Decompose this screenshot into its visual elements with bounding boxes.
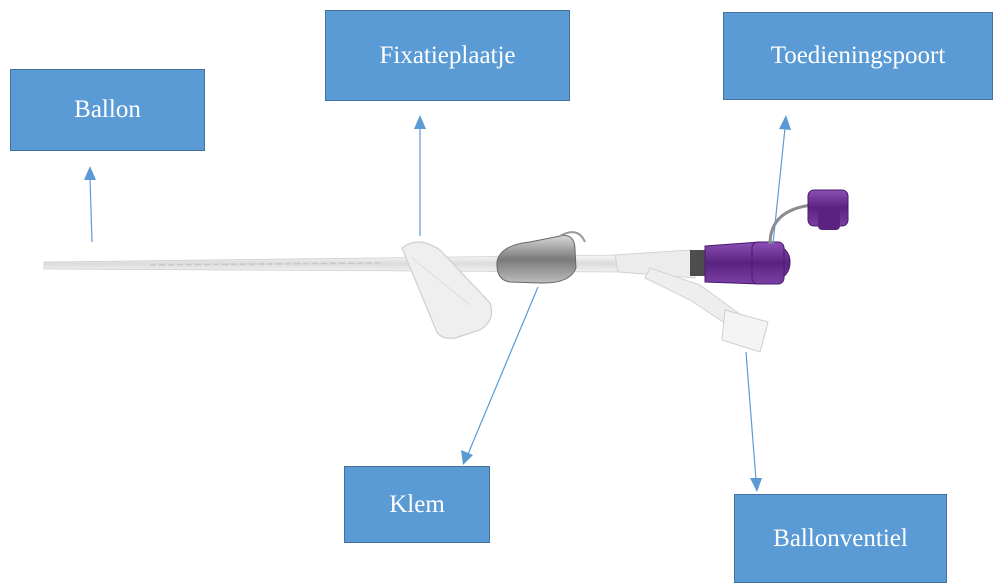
label-klem: Klem: [344, 466, 490, 543]
label-fixatieplaatje-text: Fixatieplaatje: [379, 42, 515, 70]
clamp: [497, 232, 585, 283]
arrowhead-icon: [414, 115, 426, 129]
label-ballon-text: Ballon: [74, 96, 141, 124]
arrow-ballon: [90, 178, 92, 242]
arrowhead-icon: [750, 478, 762, 492]
arrowhead-icon: [779, 115, 791, 130]
label-toedieningspoort-text: Toedieningspoort: [771, 42, 946, 70]
label-fixatieplaatje: Fixatieplaatje: [325, 10, 570, 101]
arrowhead-icon: [84, 166, 96, 180]
label-ballon: Ballon: [10, 69, 205, 151]
label-klem-text: Klem: [389, 491, 445, 519]
arrow-toedieningspoort: [773, 128, 785, 244]
administration-port: [690, 190, 848, 284]
label-ballonventiel: Ballonventiel: [734, 494, 947, 583]
label-ballonventiel-text: Ballonventiel: [773, 525, 908, 553]
label-toedieningspoort: Toedieningspoort: [723, 12, 993, 100]
arrow-ballonventiel: [746, 352, 756, 480]
arrowhead-icon: [461, 450, 473, 465]
